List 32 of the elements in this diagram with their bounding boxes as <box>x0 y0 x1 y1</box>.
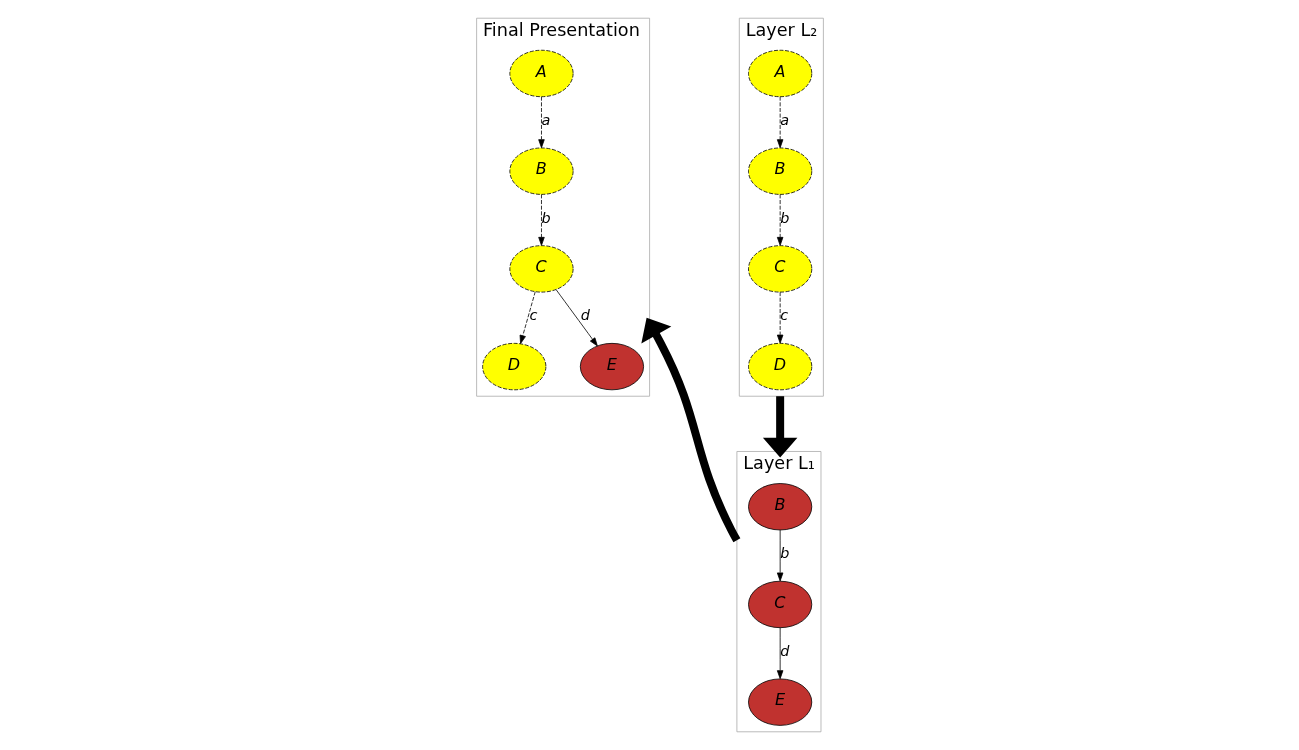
edge-label: d <box>580 307 590 324</box>
node-ellipse: E <box>579 342 644 391</box>
arrow <box>776 194 783 246</box>
node-ellipse: B <box>747 483 812 531</box>
arrow <box>776 627 783 680</box>
node-ellipse: C <box>747 245 812 293</box>
edge-label: b <box>779 545 789 562</box>
arrow <box>519 291 536 344</box>
arrow <box>776 529 783 582</box>
arrow <box>640 317 740 543</box>
arrow <box>762 396 797 458</box>
node-ellipse: C <box>508 245 573 293</box>
edge-label: a <box>540 112 550 129</box>
node-ellipse: D <box>747 342 812 391</box>
node-ellipse: C <box>747 580 812 629</box>
node-ellipse: E <box>747 678 812 726</box>
arrow <box>555 289 598 347</box>
edge-label: b <box>779 209 789 226</box>
node-ellipse: D <box>481 342 546 391</box>
arrow <box>537 194 545 246</box>
arrow <box>776 96 783 149</box>
node-ellipse: B <box>508 147 573 195</box>
edge-label: a <box>779 112 789 129</box>
edge-label: d <box>779 643 789 660</box>
edge-label: c <box>779 307 788 324</box>
node-ellipse: A <box>747 49 812 98</box>
edge-label: b <box>540 209 551 226</box>
edge-label: c <box>528 307 537 324</box>
node-ellipse: B <box>747 147 812 195</box>
arrow <box>776 291 783 344</box>
node-ellipse: A <box>508 49 573 98</box>
arrow <box>537 96 545 149</box>
